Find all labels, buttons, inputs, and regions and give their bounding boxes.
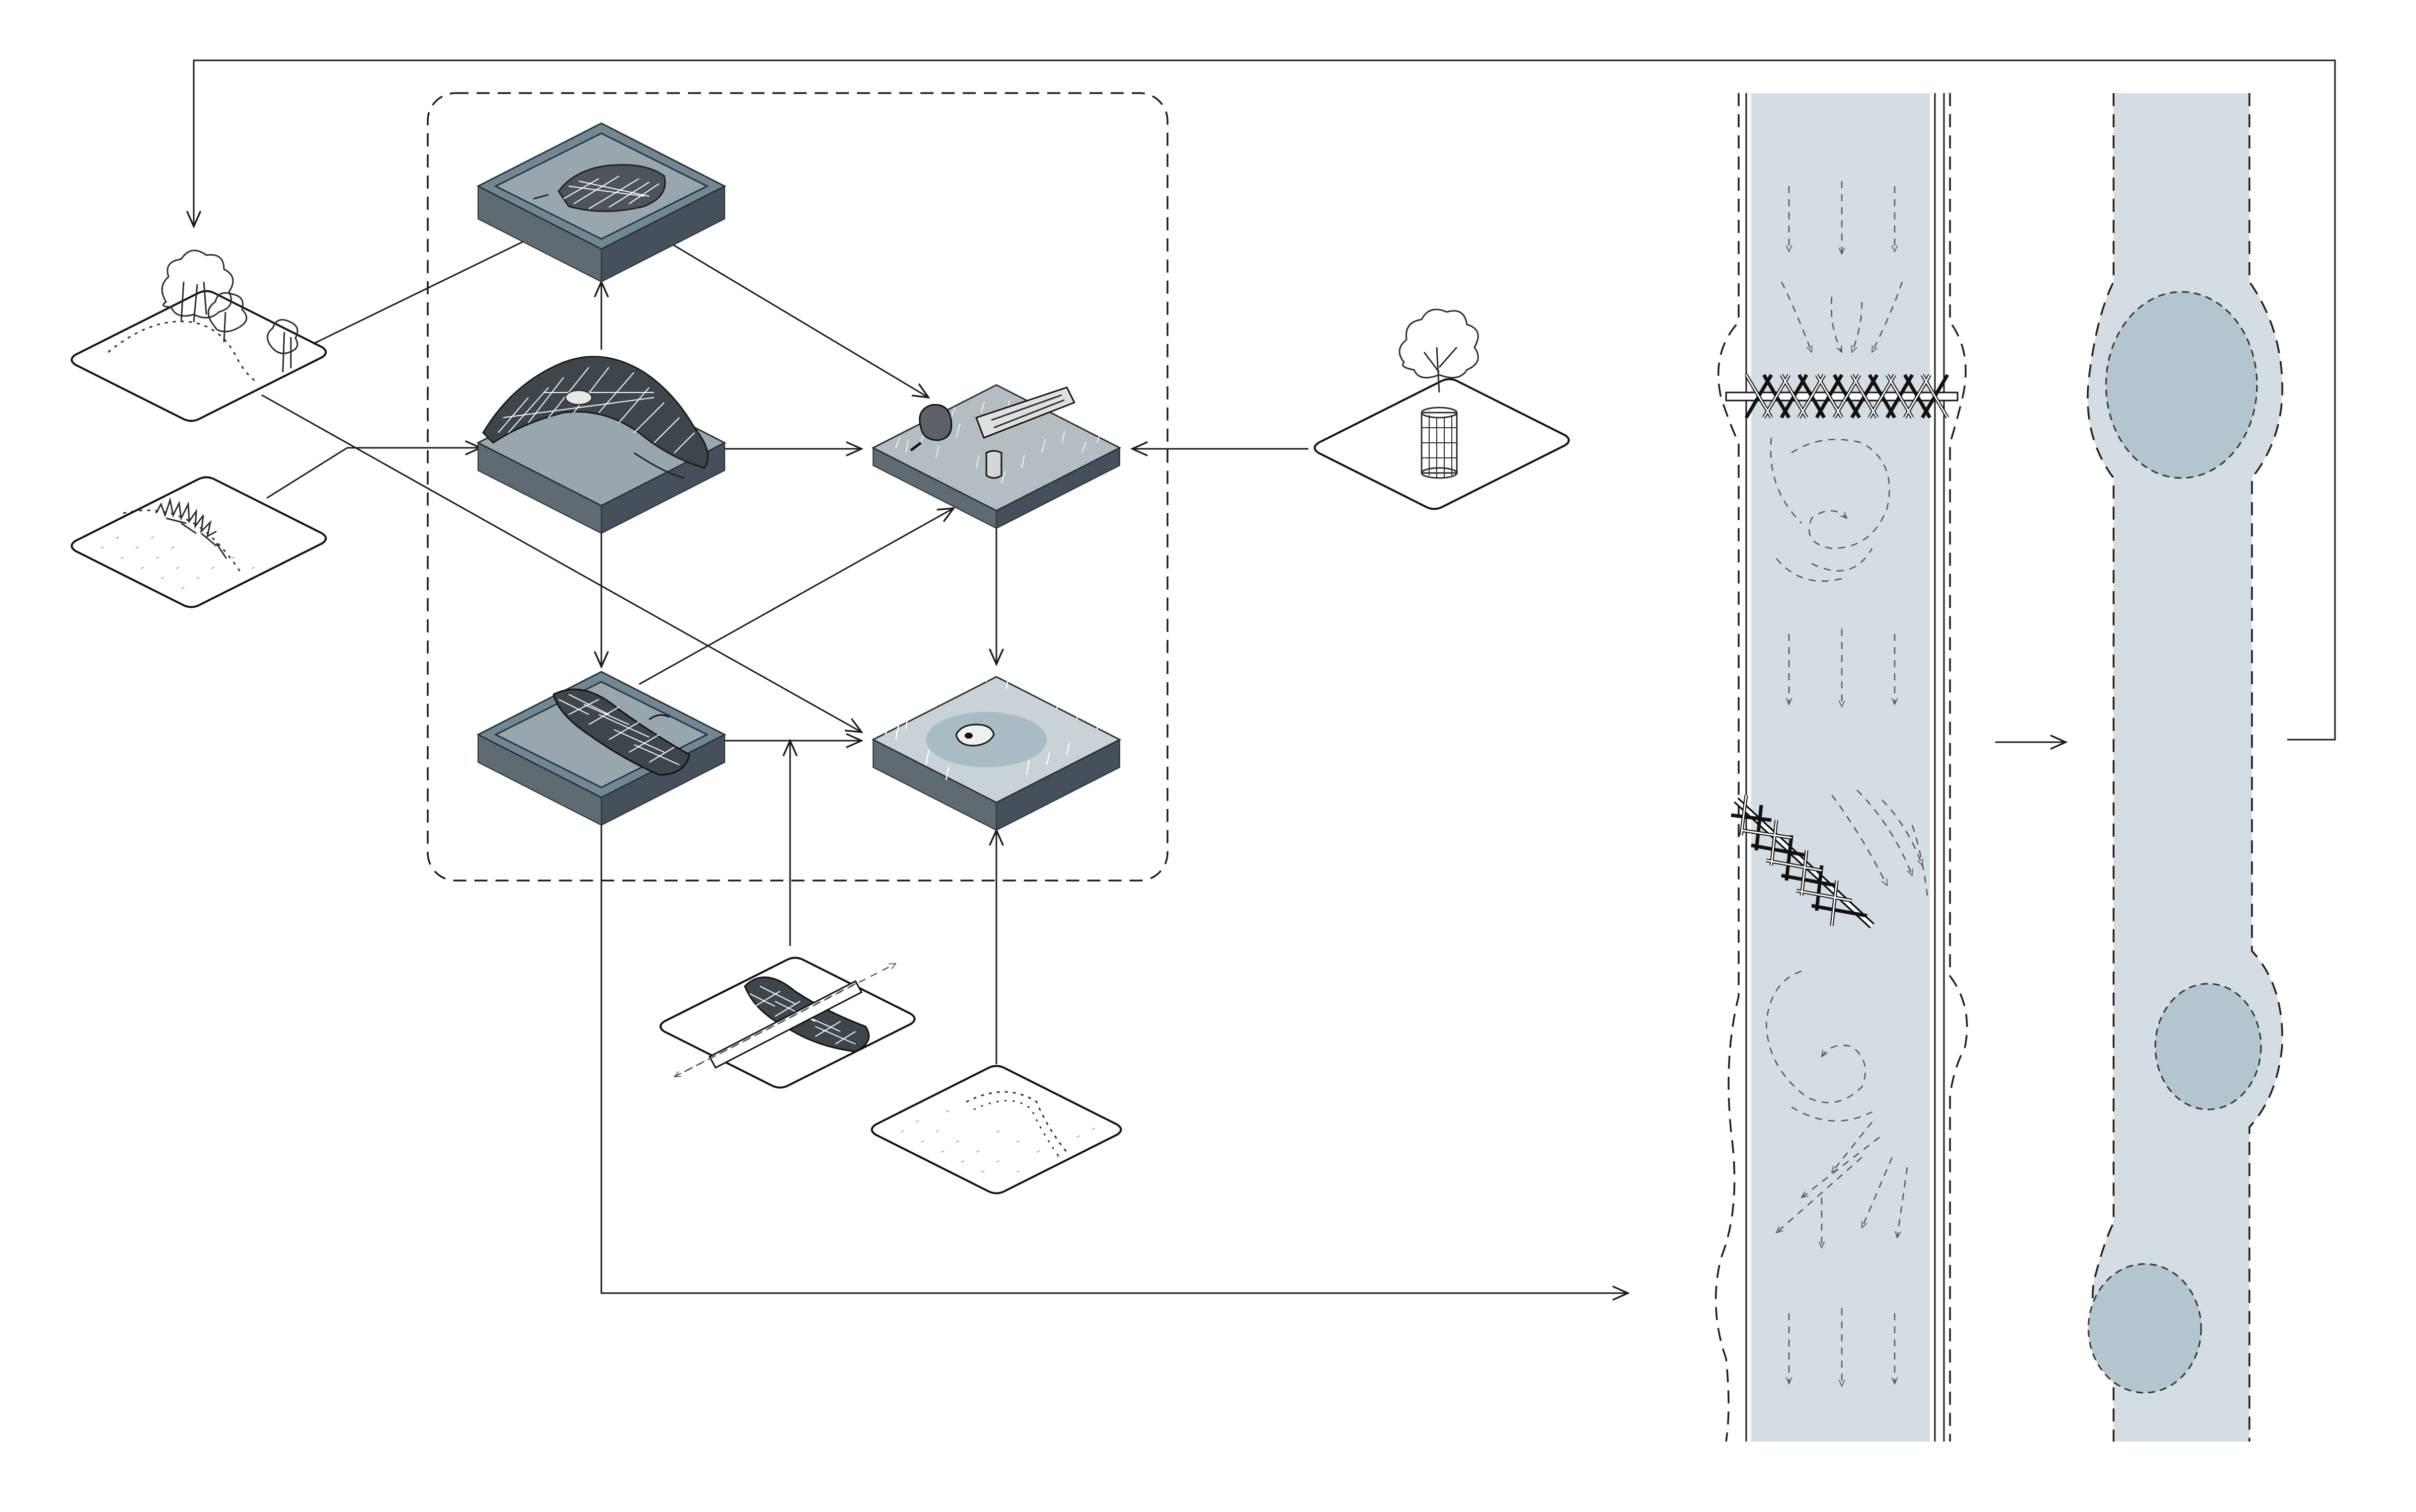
- log-bundle-icon: [674, 963, 896, 1078]
- process-flooded-wetland-tile: [871, 666, 1122, 831]
- process-beaver-foraging-tile: [871, 384, 1122, 529]
- stream-flow-panel: [1714, 93, 1968, 1442]
- input-riparian-vegetation-tile: [70, 250, 327, 422]
- pool-icon: [2087, 291, 2262, 1394]
- beaver-dam-icon: [533, 164, 666, 212]
- input-protected-sapling-tile: [1313, 308, 1570, 510]
- woody-debris-icon: [155, 497, 227, 559]
- wetland-icon: [955, 724, 995, 747]
- caged-sapling-icon: [1398, 308, 1479, 479]
- tree-cluster-icon: [161, 250, 298, 373]
- input-floodplain-grading-tile: [871, 1065, 1122, 1195]
- beaver-lodge-icon: [482, 356, 709, 479]
- process-beaver-dam-pond-tile: [476, 122, 727, 283]
- input-bank-debris-tile: [70, 476, 327, 608]
- process-group-boundary: [427, 92, 1168, 882]
- beaver-felling-tree-icon: [910, 386, 1076, 479]
- input-log-structure-tile: [659, 957, 916, 1089]
- process-beaver-lodge-tile: [476, 356, 727, 534]
- lattice-dam-icon: [1725, 374, 1959, 419]
- flow-arrows-icon: [1765, 181, 1928, 1386]
- connector-arrows: [261, 224, 2066, 1293]
- feedback-loop-arrow: [194, 59, 2336, 741]
- stream-pools-panel: [2086, 93, 2284, 1442]
- process-dam-structure-tile: [476, 671, 727, 826]
- terrain-icon: [966, 1091, 1068, 1158]
- dam-structure-icon: [553, 688, 690, 776]
- diagonal-weir-icon: [1731, 794, 1875, 929]
